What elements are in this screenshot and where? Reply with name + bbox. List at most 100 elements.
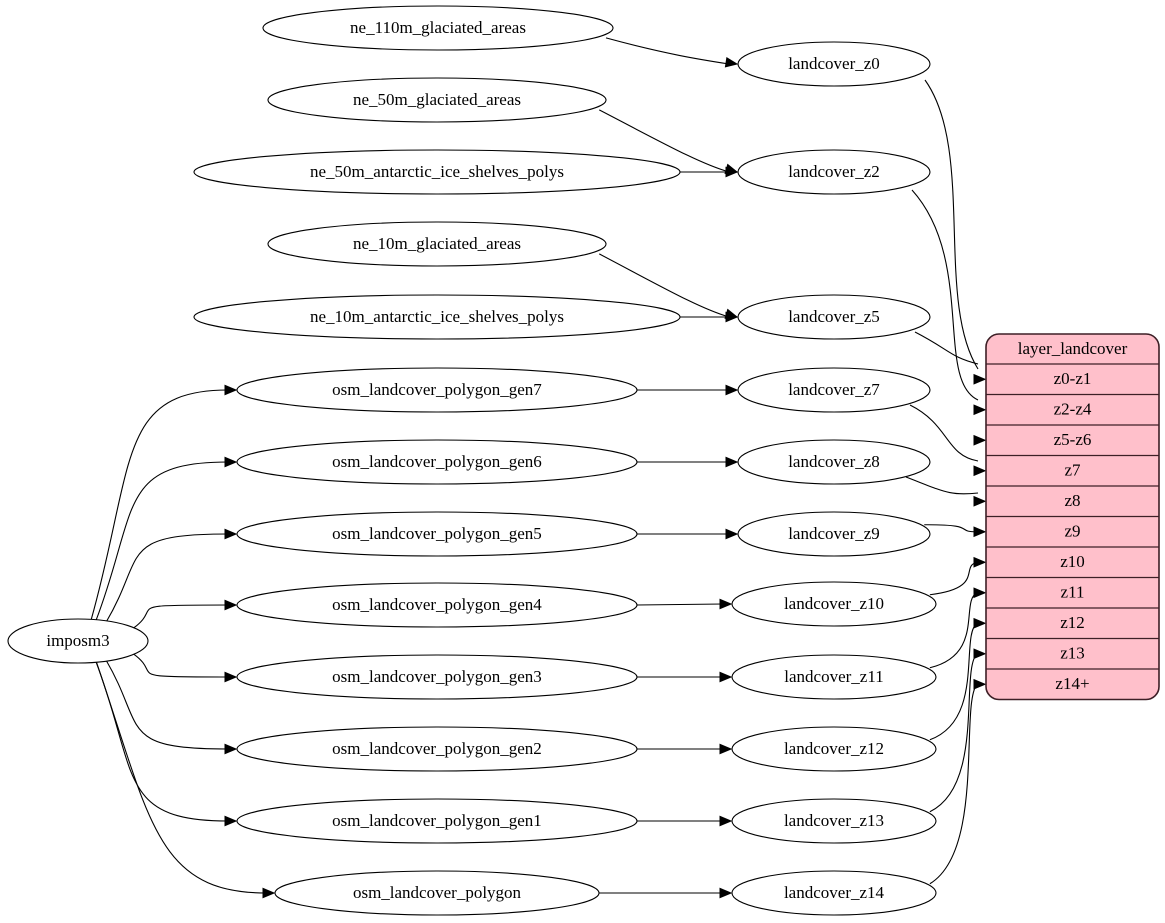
table-row-label: z10 xyxy=(1060,552,1085,571)
node-landcover_z10[interactable]: landcover_z10 xyxy=(731,581,937,627)
node-label: osm_landcover_polygon_gen6 xyxy=(332,452,542,471)
table-row-label: z2-z4 xyxy=(1054,400,1092,419)
node-label: landcover_z12 xyxy=(784,739,884,758)
node-label: landcover_z14 xyxy=(784,883,885,902)
table-row[interactable]: z8 xyxy=(986,485,1159,517)
edge-osm_landcover_polygon_gen7-to-landcover_z7 xyxy=(637,384,739,396)
table-row[interactable]: z7 xyxy=(986,454,1159,487)
edge-imposm3-to-osm_landcover_polygon_gen3 xyxy=(132,653,238,683)
table-row[interactable]: z2-z4 xyxy=(986,393,1159,426)
edge-landcover_z10-to-layer_landcover-z10 xyxy=(929,556,987,596)
edges-layer xyxy=(90,37,987,899)
edge-landcover_z12-to-layer_landcover-z12 xyxy=(929,617,987,741)
edge-imposm3-to-osm_landcover_polygon_gen5 xyxy=(106,528,238,622)
table-row-label: z13 xyxy=(1060,644,1085,663)
node-ne_10m_glaciated_areas[interactable]: ne_10m_glaciated_areas xyxy=(267,221,607,267)
table-row[interactable]: z11 xyxy=(986,576,1159,609)
node-osm_landcover_polygon_gen6[interactable]: osm_landcover_polygon_gen6 xyxy=(236,439,638,485)
node-label: landcover_z5 xyxy=(788,307,880,326)
edge-osm_landcover_polygon_gen1-to-landcover_z13 xyxy=(637,815,733,827)
edge-osm_landcover_polygon_gen4-to-landcover_z10 xyxy=(636,598,733,610)
table-row[interactable]: z5-z6 xyxy=(986,424,1159,456)
edge-imposm3-to-osm_landcover_polygon_gen6 xyxy=(95,456,238,621)
edge-osm_landcover_polygon_gen3-to-landcover_z11 xyxy=(637,671,733,683)
table-row[interactable]: z14+ xyxy=(986,668,1159,700)
edge-osm_landcover_polygon_gen5-to-landcover_z9 xyxy=(637,528,739,540)
edge-landcover_z8-to-layer_landcover-z8 xyxy=(905,476,987,507)
node-osm_landcover_polygon_gen2[interactable]: osm_landcover_polygon_gen2 xyxy=(236,726,638,772)
edge-landcover_z2-to-layer_landcover-z2-z4 xyxy=(911,189,987,416)
edge-imposm3-to-osm_landcover_polygon_gen7 xyxy=(90,384,238,620)
node-landcover_z2[interactable]: landcover_z2 xyxy=(737,149,931,195)
node-label: osm_landcover_polygon_gen5 xyxy=(332,524,542,543)
node-label: landcover_z9 xyxy=(788,524,880,543)
edge-imposm3-to-osm_landcover_polygon_gen2 xyxy=(105,660,238,755)
node-label: osm_landcover_polygon_gen3 xyxy=(332,667,542,686)
node-ne_50m_glaciated_areas[interactable]: ne_50m_glaciated_areas xyxy=(267,77,607,123)
node-label: ne_10m_antarctic_ice_shelves_polys xyxy=(310,307,564,326)
node-label: osm_landcover_polygon_gen4 xyxy=(332,595,542,614)
node-label: ne_110m_glaciated_areas xyxy=(350,18,526,37)
node-landcover_z5[interactable]: landcover_z5 xyxy=(737,294,931,340)
node-landcover_z7[interactable]: landcover_z7 xyxy=(737,367,931,413)
table-row-label: z12 xyxy=(1060,613,1085,632)
table-row-label: z7 xyxy=(1064,461,1081,480)
node-osm_landcover_polygon_gen5[interactable]: osm_landcover_polygon_gen5 xyxy=(236,511,638,557)
node-label: landcover_z2 xyxy=(788,162,880,181)
table-row-label: z5-z6 xyxy=(1054,430,1092,449)
node-landcover_z9[interactable]: landcover_z9 xyxy=(737,511,931,557)
node-label: osm_landcover_polygon xyxy=(353,883,522,902)
table-row[interactable]: z0-z1 xyxy=(986,363,1159,395)
node-label: landcover_z11 xyxy=(784,667,883,686)
edge-ne_10m_antarctic_ice_shelves_polys-to-landcover_z5 xyxy=(680,311,739,323)
node-landcover_z14[interactable]: landcover_z14 xyxy=(731,870,937,916)
table-row-label: z8 xyxy=(1064,491,1080,510)
node-osm_landcover_polygon[interactable]: osm_landcover_polygon xyxy=(274,870,600,916)
table-row[interactable]: z13 xyxy=(986,637,1159,670)
edge-osm_landcover_polygon_gen2-to-landcover_z12 xyxy=(637,743,733,755)
table-header-label: layer_landcover xyxy=(1018,339,1128,358)
table-row-label: z11 xyxy=(1061,583,1085,602)
node-label: landcover_z10 xyxy=(784,594,884,613)
table-row[interactable]: z10 xyxy=(986,546,1159,578)
table-header: layer_landcover xyxy=(986,334,1159,364)
node-landcover_z0[interactable]: landcover_z0 xyxy=(737,41,931,87)
edge-osm_landcover_polygon_gen6-to-landcover_z8 xyxy=(637,456,739,468)
node-imposm3[interactable]: imposm3 xyxy=(7,618,149,664)
node-osm_landcover_polygon_gen7[interactable]: osm_landcover_polygon_gen7 xyxy=(236,367,638,413)
node-label: ne_10m_glaciated_areas xyxy=(353,234,521,253)
node-label: imposm3 xyxy=(46,631,109,650)
node-label: landcover_z7 xyxy=(788,380,880,399)
edge-imposm3-to-osm_landcover_polygon xyxy=(95,661,276,899)
edge-landcover_z0-to-layer_landcover-z0-z1 xyxy=(924,79,987,385)
node-ne_10m_antarctic_ice_shelves_polys[interactable]: ne_10m_antarctic_ice_shelves_polys xyxy=(193,294,681,340)
node-landcover_z11[interactable]: landcover_z11 xyxy=(731,654,937,700)
table-row[interactable]: z12 xyxy=(986,607,1159,639)
node-landcover_z12[interactable]: landcover_z12 xyxy=(731,726,937,772)
nodes-layer: imposm3 ne_110m_glaciated_areas ne_50m_gla… xyxy=(7,5,937,916)
node-osm_landcover_polygon_gen1[interactable]: osm_landcover_polygon_gen1 xyxy=(236,798,638,844)
edge-landcover_z5-to-layer_landcover-z5-z6 xyxy=(914,331,987,446)
node-label: ne_50m_glaciated_areas xyxy=(353,90,521,109)
node-landcover_z8[interactable]: landcover_z8 xyxy=(737,439,931,485)
edge-osm_landcover_polygon-to-landcover_z14 xyxy=(599,887,733,899)
node-landcover_z13[interactable]: landcover_z13 xyxy=(731,798,937,844)
node-osm_landcover_polygon_gen4[interactable]: osm_landcover_polygon_gen4 xyxy=(236,582,638,628)
node-label: osm_landcover_polygon_gen7 xyxy=(332,380,542,399)
node-label: osm_landcover_polygon_gen1 xyxy=(332,811,542,830)
edge-imposm3-to-osm_landcover_polygon_gen4 xyxy=(132,599,238,629)
edge-ne_110m_glaciated_areas-to-landcover_z0 xyxy=(605,37,739,68)
node-label: ne_50m_antarctic_ice_shelves_polys xyxy=(310,162,564,181)
table-row-label: z0-z1 xyxy=(1054,369,1092,388)
node-ne_50m_antarctic_ice_shelves_polys[interactable]: ne_50m_antarctic_ice_shelves_polys xyxy=(193,149,681,195)
node-ne_110m_glaciated_areas[interactable]: ne_110m_glaciated_areas xyxy=(262,5,614,51)
node-label: landcover_z13 xyxy=(784,811,884,830)
edge-landcover_z14-to-layer_landcover-z14- xyxy=(929,678,987,885)
node-label: landcover_z0 xyxy=(788,54,880,73)
table-row[interactable]: z9 xyxy=(986,515,1159,548)
edge-landcover_z7-to-layer_landcover-z7 xyxy=(909,404,987,477)
node-label: landcover_z8 xyxy=(788,452,880,471)
node-osm_landcover_polygon_gen3[interactable]: osm_landcover_polygon_gen3 xyxy=(236,654,638,700)
edge-landcover_z13-to-layer_landcover-z13 xyxy=(929,648,987,813)
